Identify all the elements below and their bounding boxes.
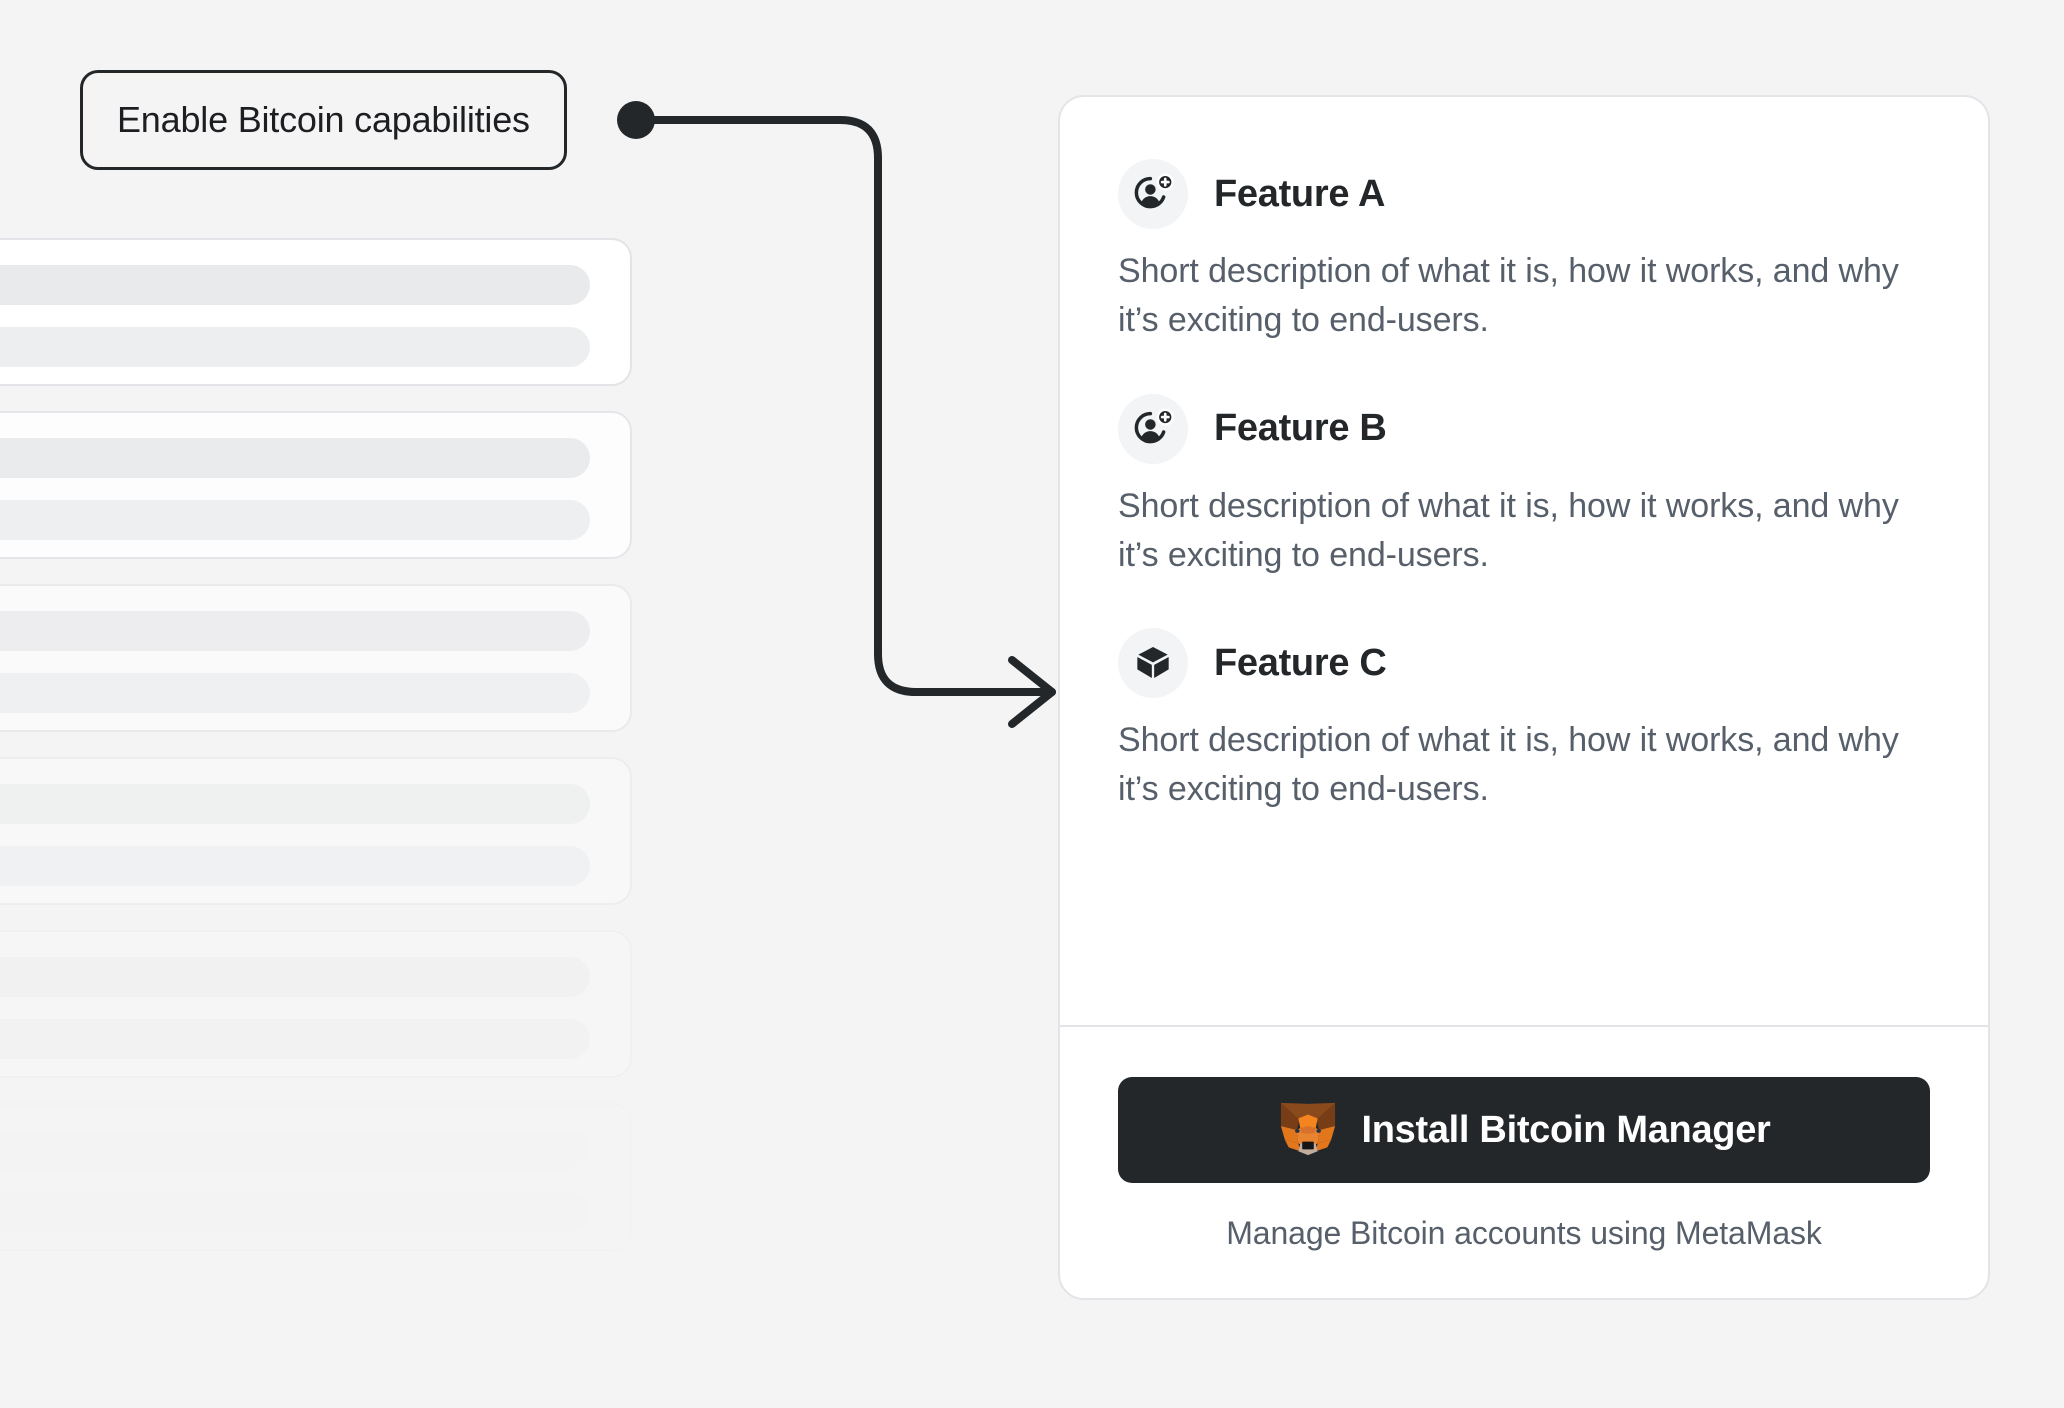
skeleton-bar [0,265,590,305]
skeleton-card [0,930,632,1078]
feature-title: Feature B [1214,407,1387,450]
skeleton-bar [0,611,590,651]
connector-path [632,116,1056,696]
feature-description: Short description of what it is, how it … [1118,721,1899,809]
feature-item-a: Feature A Short description of what it i… [1118,159,1930,346]
skeleton-card [0,1103,632,1251]
user-add-icon [1118,159,1188,229]
card-footer: Install Bitcoin Manager Manage Bitcoin a… [1060,1027,1988,1298]
feature-item-c: Feature C Short description of what it i… [1118,628,1930,815]
skeleton-card [0,238,632,386]
connector-arrowhead [1008,656,1056,728]
skeleton-bar [0,1130,590,1170]
skeleton-bar [0,1192,590,1232]
connector-anchor-dot [617,101,655,139]
user-add-icon [1118,393,1188,464]
skeleton-bar [0,1019,590,1059]
cube-icon [1118,628,1188,699]
callout-label-text: Enable Bitcoin capabilities [117,99,530,140]
feature-item-b: Feature B Short description of what it i… [1118,393,1930,581]
feature-title: Feature C [1214,641,1387,684]
install-bitcoin-manager-button[interactable]: Install Bitcoin Manager [1118,1077,1930,1183]
skeleton-bar [0,438,590,478]
skeleton-card [0,757,632,905]
card-divider [1060,1025,1988,1027]
feature-header: Feature C [1118,628,1930,699]
feature-description: Short description of what it is, how it … [1118,486,1899,574]
skeleton-bar [0,500,590,540]
feature-description: Short description of what it is, how it … [1118,252,1899,340]
skeleton-placeholder-stack [0,238,632,1276]
skeleton-bar [0,327,590,367]
skeleton-bar [0,846,590,886]
feature-header: Feature B [1118,393,1930,464]
footer-caption: Manage Bitcoin accounts using MetaMask [1226,1215,1822,1251]
skeleton-bar [0,784,590,824]
skeleton-bar [0,957,590,997]
skeleton-card [0,411,632,559]
feature-list: Feature A Short description of what it i… [1060,97,1988,973]
feature-title: Feature A [1214,172,1386,215]
feature-card: Feature A Short description of what it i… [1058,95,1990,1300]
install-button-label: Install Bitcoin Manager [1361,1108,1771,1151]
metamask-fox-icon [1281,1102,1336,1156]
skeleton-bar [0,673,590,713]
feature-header: Feature A [1118,159,1930,229]
callout-label[interactable]: Enable Bitcoin capabilities [80,70,567,170]
skeleton-card [0,584,632,732]
